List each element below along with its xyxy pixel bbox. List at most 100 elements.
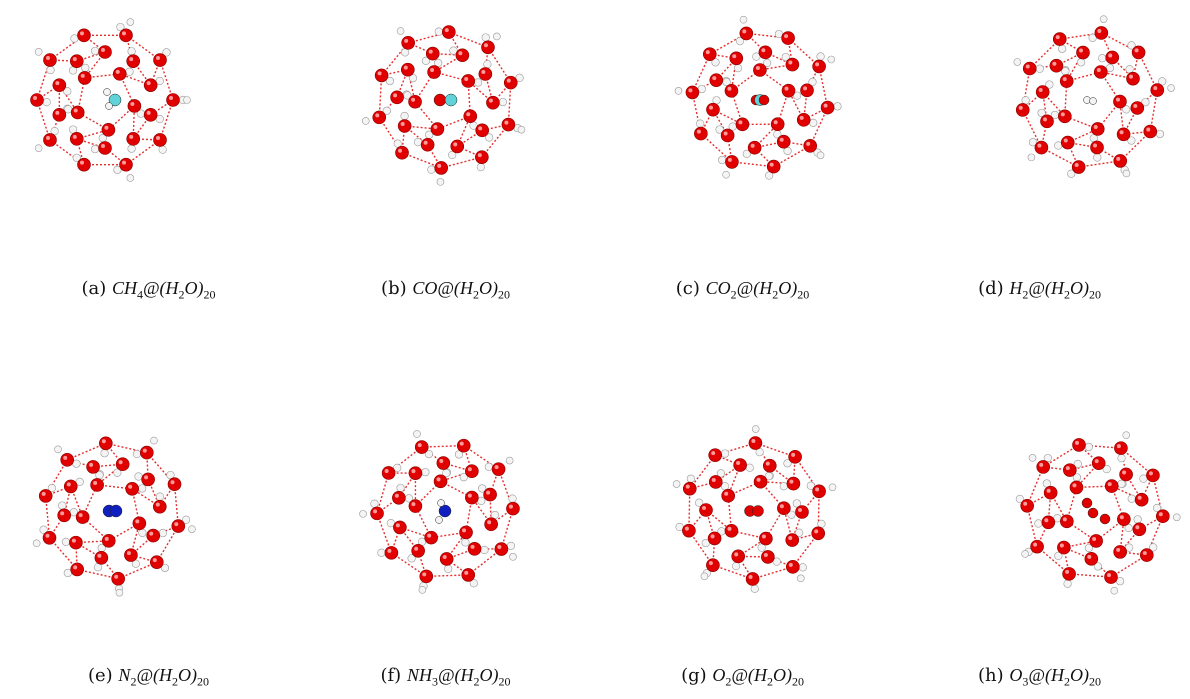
hydrogen-atom [396, 483, 405, 493]
hydrogen-atom [50, 127, 59, 136]
oxygen-atom [401, 36, 415, 50]
hydrogen-atom [459, 473, 468, 482]
hydrogen-atom [47, 483, 56, 493]
oxygen-highlight [1116, 547, 1121, 552]
hydrogen-atom [795, 528, 804, 537]
oxygen-atom [140, 445, 154, 460]
oxygen-atom [803, 139, 818, 153]
oxygen-highlight [791, 452, 796, 457]
oxygen-highlight [696, 129, 701, 134]
oxygen-highlight [464, 76, 469, 81]
oxygen-atom [167, 477, 182, 492]
guest-atom [105, 102, 113, 110]
panel-e: (e) N2@(H2O)20 [0, 349, 297, 698]
hydrogen-atom [515, 73, 524, 82]
oxygen-atom [414, 440, 429, 454]
oxygen-highlight [63, 455, 68, 460]
oxygen-highlight [411, 469, 416, 474]
oxygen-atom [1104, 570, 1118, 584]
hydrogen-atom [46, 65, 55, 75]
oxygen-highlight [806, 141, 811, 146]
hydrogen-atom [750, 584, 759, 593]
oxygen-atom [419, 569, 434, 584]
hydrogen-atom [449, 46, 458, 55]
hydrogen-atom [1122, 169, 1131, 178]
oxygen-highlight [45, 135, 50, 140]
hydrogen-atom [742, 149, 751, 158]
oxygen-atom [761, 550, 775, 564]
oxygen-highlight [736, 461, 741, 466]
hydrogen-atom [1084, 442, 1093, 452]
oxygen-atom [392, 490, 406, 505]
guest-molecule [750, 94, 770, 106]
hydrogen-atom [1077, 58, 1086, 67]
hydrogen-bond [463, 445, 499, 470]
hydrogen-atom [1127, 136, 1136, 145]
hydrogen-atom [1124, 523, 1133, 533]
hydrogen-atom [127, 144, 136, 153]
hydrogen-atom [480, 545, 489, 555]
oxygen-atom [459, 525, 473, 540]
hydrogen-atom [188, 525, 196, 533]
hydrogen-bond [1026, 505, 1038, 547]
hydrogen-atom [377, 548, 386, 557]
cage-molecule-f [359, 430, 520, 594]
oxygen-atom [98, 45, 112, 59]
oxygen-highlight [1065, 466, 1070, 471]
hydrogen-atom [1037, 108, 1046, 118]
oxygen-atom [52, 78, 67, 92]
oxygen-atom [1119, 467, 1133, 482]
oxygen-atom [812, 59, 826, 74]
oxygen-highlight [1087, 554, 1092, 559]
hydrogen-bond [448, 31, 489, 48]
oxygen-highlight [55, 110, 60, 115]
oxygen-highlight [79, 160, 84, 165]
oxygen-atom [1071, 160, 1086, 174]
hydrogen-bond [146, 452, 176, 485]
oxygen-atom [456, 438, 471, 453]
hydrogen-atom [772, 557, 781, 566]
hydrogen-atom [1058, 44, 1067, 53]
oxygen-highlight [93, 480, 98, 485]
hydrogen-atom [739, 15, 748, 24]
oxygen-atom [126, 132, 141, 146]
guest-molecule [435, 499, 452, 524]
hydrogen-atom [473, 78, 483, 87]
hydrogen-bond [1022, 68, 1031, 111]
hydrogen-atom [793, 91, 802, 100]
hydrogen-atom [493, 32, 501, 41]
oxygen-highlight [487, 520, 492, 525]
hydrogen-atom [1028, 454, 1037, 462]
oxygen-atom [57, 508, 71, 523]
hydrogen-bond [818, 66, 829, 108]
oxygen-atom [1060, 135, 1075, 150]
oxygen-atom [77, 71, 92, 85]
oxygen-atom [374, 68, 389, 83]
hydrogen-atom [476, 163, 485, 172]
oxygen-atom [1113, 154, 1128, 168]
oxygen-atom [408, 499, 423, 513]
hydrogen-atom [183, 96, 191, 104]
oxygen-atom [43, 53, 57, 67]
hydrogen-atom [1133, 515, 1142, 524]
hydrogen-atom [1088, 33, 1097, 42]
oxygen-highlight [423, 140, 428, 145]
oxygen-atom [811, 526, 826, 541]
hydrogen-atom [90, 46, 100, 56]
hydrogen-bond [712, 564, 753, 580]
oxygen-highlight [122, 160, 127, 165]
oxygen-highlight [756, 477, 761, 482]
hydrogen-atom [436, 178, 445, 186]
oxygen-atom [796, 113, 811, 127]
oxygen-highlight [130, 101, 135, 106]
hydrogen-atom [695, 498, 704, 507]
oxygen-atom [119, 157, 133, 172]
oxygen-atom [1105, 50, 1120, 65]
oxygen-highlight [89, 462, 94, 467]
oxygen-highlight [156, 56, 161, 61]
hydrogen-atom [1035, 64, 1044, 73]
cage-molecule-b [361, 25, 526, 186]
hydrogen-atom [478, 484, 487, 493]
hydrogen-atom [1054, 551, 1063, 560]
oxygen-highlight [1116, 156, 1121, 161]
